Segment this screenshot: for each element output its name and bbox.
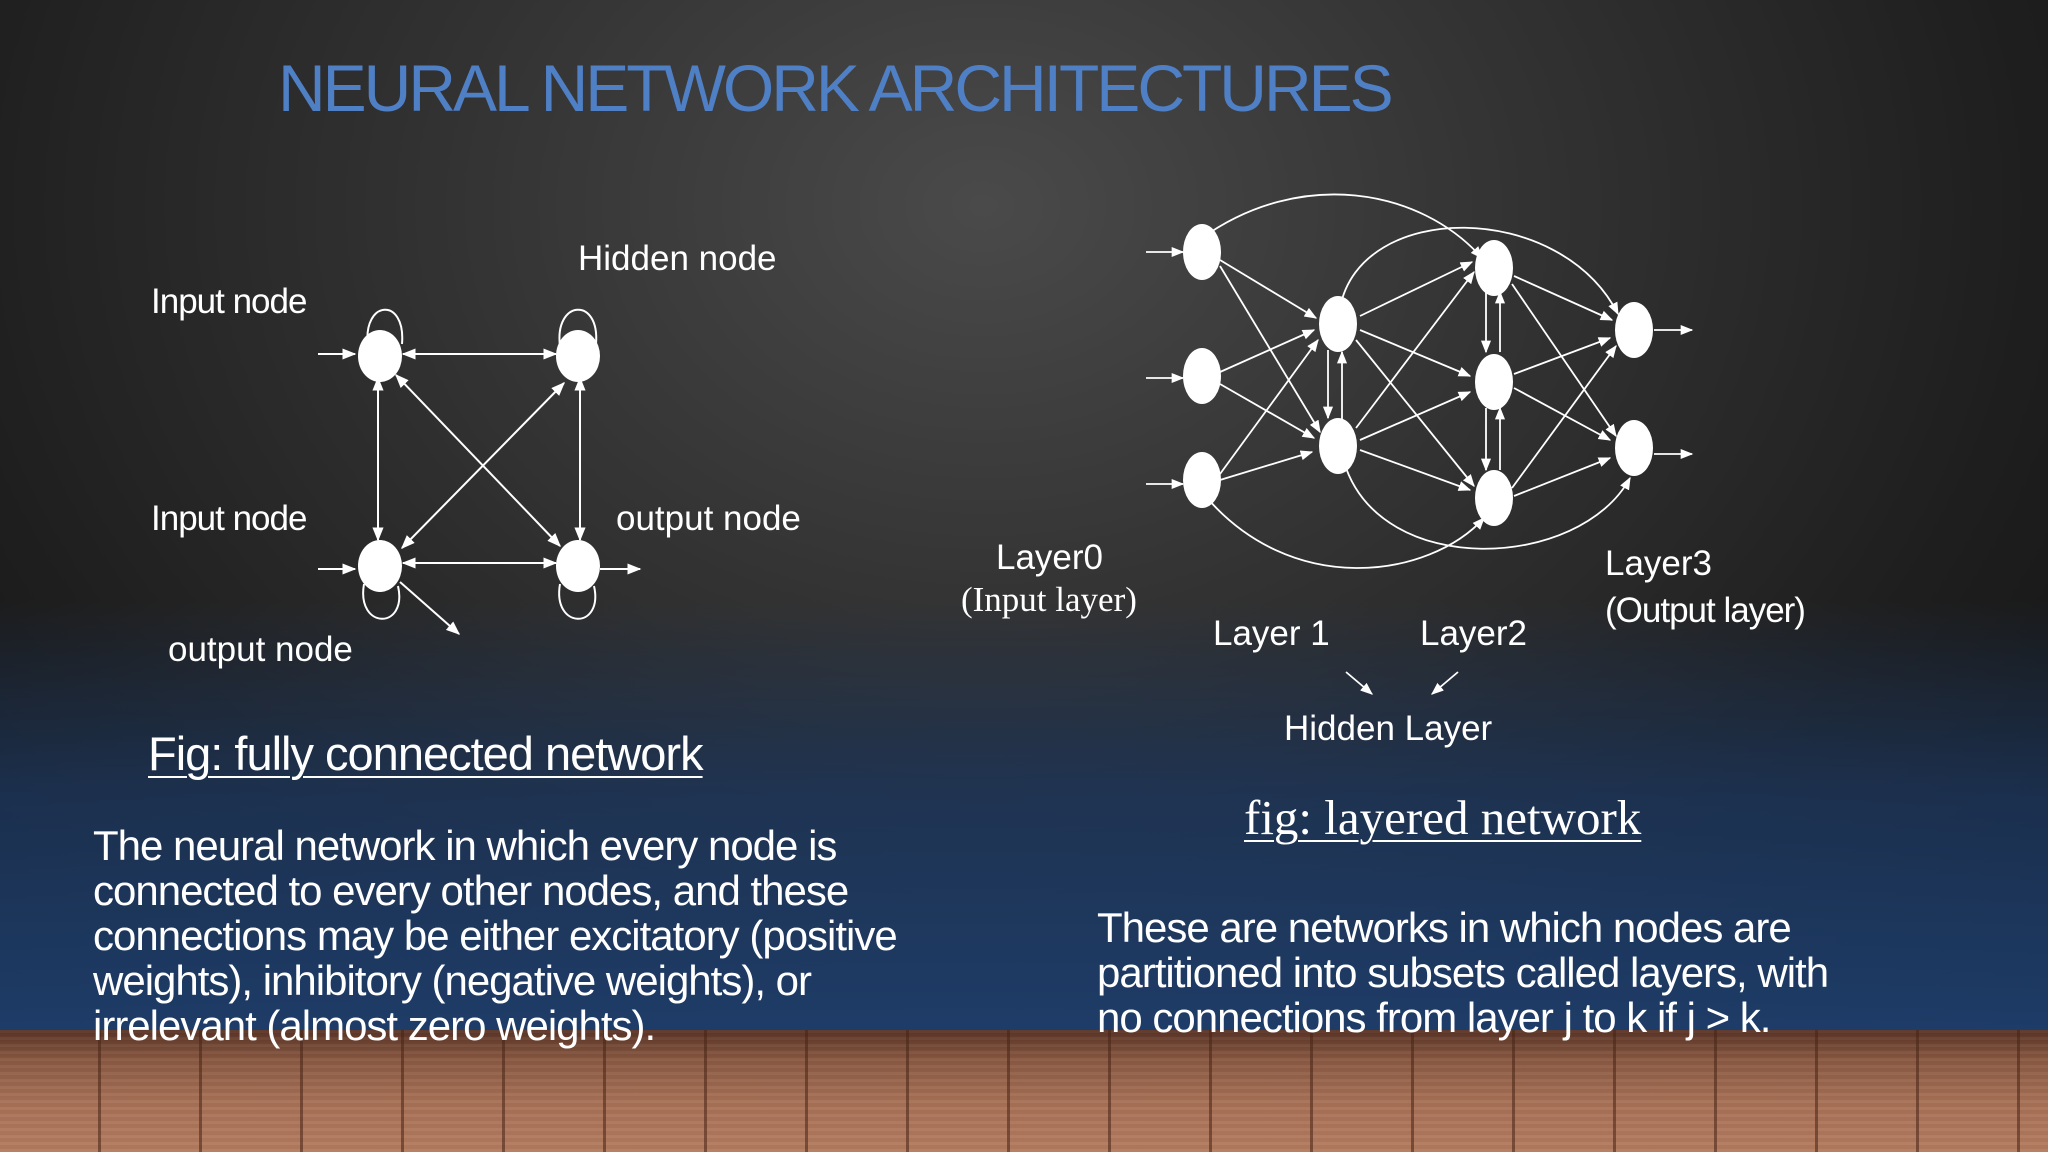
- self-loop-input-bottom: [362, 583, 401, 620]
- label-output-node-bottom: output node: [168, 630, 353, 669]
- node-layer2-1: [1475, 240, 1513, 296]
- edge-l1a-l2a: [1359, 261, 1474, 317]
- edge-l2c-l3a: [1511, 344, 1617, 489]
- label-layer3-sub: (Output layer): [1605, 591, 1806, 630]
- wooden-floor: [0, 1030, 2048, 1152]
- node-input-top: [358, 330, 402, 382]
- edge-l2b-l3b: [1513, 387, 1612, 441]
- edge-ext-out-bottom: [399, 581, 461, 635]
- node-output: [556, 540, 600, 592]
- arrow-layer1-to-hidden: [1345, 671, 1373, 695]
- node-layer2-2: [1475, 354, 1513, 410]
- edge-l1a-l2c: [1355, 339, 1475, 487]
- edge-diag-up: [401, 382, 565, 549]
- caption-layered: fig: layered network: [1244, 790, 1642, 845]
- stage-blue-glow: [0, 600, 2048, 1030]
- self-loop-hidden: [558, 308, 598, 347]
- skip-arc-l1-bottom: [1343, 461, 1631, 550]
- skip-arc-bottom: [1201, 491, 1485, 569]
- edge-l2a-l3a: [1513, 275, 1614, 321]
- label-output-node-right: output node: [616, 499, 801, 538]
- node-layer1-2: [1319, 418, 1357, 474]
- edge-l0a-l1a: [1219, 259, 1318, 319]
- label-layer0-sub: (Input layer): [961, 580, 1137, 619]
- node-layer1-1: [1319, 296, 1357, 352]
- skip-arc-l1-top: [1339, 226, 1619, 316]
- edge-l0c-l1b: [1219, 450, 1314, 481]
- edge-l1b-l2b: [1359, 391, 1472, 441]
- edge-l0c-l1a: [1219, 338, 1319, 475]
- arrow-layer2-to-hidden: [1431, 671, 1459, 695]
- edge-l1b-l2a: [1355, 270, 1475, 429]
- edge-l1b-l2c: [1359, 449, 1472, 491]
- edge-l2a-l3b: [1511, 283, 1617, 438]
- node-layer3-2: [1615, 420, 1653, 476]
- description-layered: These are networks in which nodes are pa…: [1097, 904, 1829, 1041]
- label-input-node-bottom: Input node: [151, 499, 307, 538]
- edge-l0b-l1a: [1219, 329, 1316, 373]
- node-hidden: [556, 330, 600, 382]
- layered-network-diagram: [1146, 193, 1694, 695]
- node-layer2-3: [1475, 470, 1513, 526]
- label-hidden-layer: Hidden Layer: [1284, 709, 1493, 748]
- label-hidden-node: Hidden node: [578, 239, 777, 278]
- slide-title: NEURAL NETWORK ARCHITECTURES: [278, 51, 1394, 125]
- self-loop-output: [558, 583, 597, 620]
- edge-l2b-l3a: [1513, 337, 1612, 375]
- label-layer3: Layer3: [1605, 544, 1713, 583]
- label-layer2: Layer2: [1420, 614, 1528, 653]
- node-layer3-1: [1615, 302, 1653, 358]
- label-layer1: Layer 1: [1213, 614, 1330, 653]
- skip-arc-top: [1201, 193, 1483, 259]
- node-layer0-3: [1183, 452, 1221, 508]
- label-input-node-top: Input node: [151, 282, 307, 321]
- edge-l2c-l3b: [1513, 457, 1612, 497]
- node-layer0-1: [1183, 224, 1221, 280]
- node-layer0-2: [1183, 348, 1221, 404]
- description-fully-connected: The neural network in which every node i…: [93, 822, 898, 1049]
- caption-fully-connected: Fig: fully connected network: [148, 727, 704, 780]
- node-input-bottom: [358, 540, 402, 592]
- fully-connected-diagram: [318, 308, 642, 635]
- edge-diag-down: [395, 373, 561, 548]
- edge-l1a-l2b: [1359, 329, 1472, 377]
- self-loop-input-top: [366, 308, 404, 347]
- label-layer0: Layer0: [996, 538, 1104, 577]
